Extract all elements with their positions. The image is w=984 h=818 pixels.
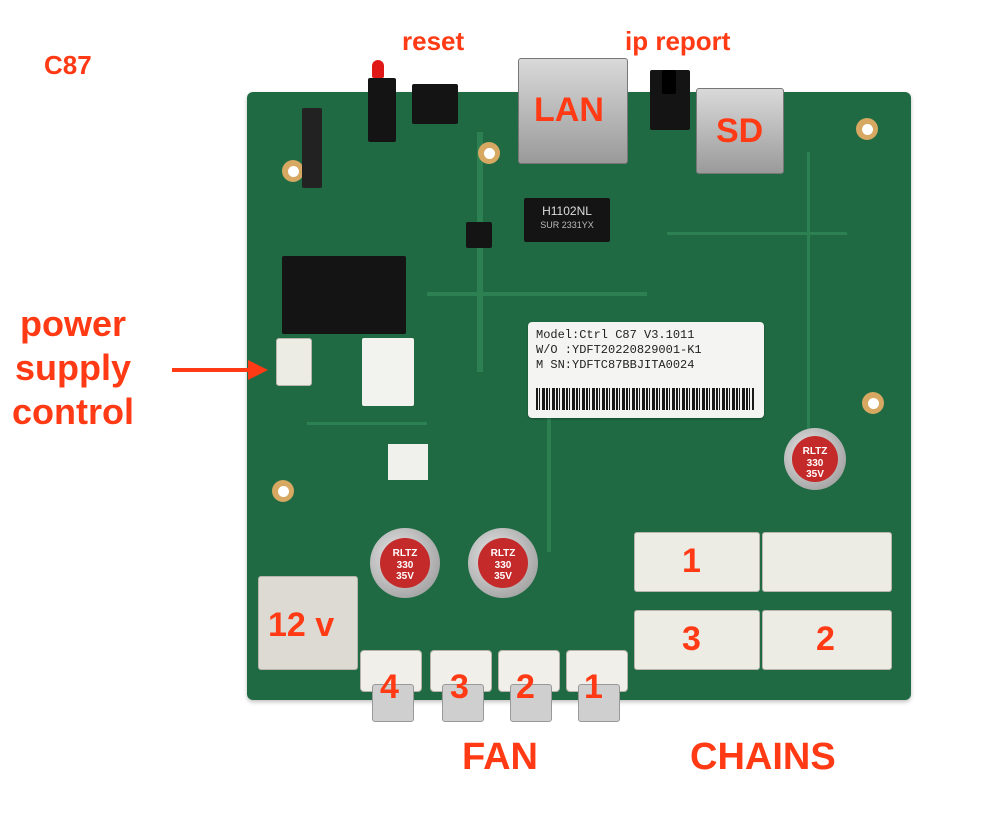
chains-section-label: CHAINS	[690, 736, 836, 778]
reset-switch	[412, 84, 458, 124]
ip-report-label: ip report	[625, 26, 731, 56]
sticker-model-line: Model:Ctrl C87 V3.1011	[536, 328, 695, 342]
chain-connector-3	[634, 610, 760, 670]
mounting-hole-mid-right	[862, 392, 884, 414]
sd-label: SD	[716, 112, 764, 150]
lan-port	[518, 58, 628, 164]
sticker-serial-line: M SN:YDFTC87BBJITA0024	[536, 358, 695, 372]
fan-shroud-3	[442, 684, 484, 722]
power-label-line-2: supply	[14, 346, 131, 388]
cap-value: 330	[396, 559, 414, 571]
power-label-line-3: control	[12, 390, 134, 432]
small-white-patch	[388, 444, 428, 480]
twelve-volt-label: 12 v	[268, 606, 335, 644]
capacitor-left-1-text: RLTZ 330 35V	[387, 548, 423, 583]
small-white-sticker	[362, 338, 414, 406]
mounting-hole-left	[272, 480, 294, 502]
cap-brand: RLTZ	[802, 446, 828, 457]
chain-port-label-3: 3	[682, 620, 701, 658]
capacitor-right-sleeve	[792, 436, 838, 482]
mounting-hole-top-right	[856, 118, 878, 140]
red-led	[372, 60, 384, 78]
chain-port-label-1: 1	[682, 542, 701, 580]
sticker-work-order-line: W/O :YDFT20220829001-K1	[536, 343, 702, 357]
barcode	[536, 388, 754, 410]
fan-section-label: FAN	[462, 736, 538, 778]
arrow-right-icon	[172, 360, 268, 380]
fan-port-label-4: 4	[380, 668, 399, 706]
cap-brand: RLTZ	[392, 548, 418, 559]
cap-value: 330	[494, 559, 512, 571]
cap-voltage: 35V	[396, 571, 414, 582]
chain-connector-1	[634, 532, 760, 592]
reset-label: reset	[402, 26, 465, 56]
fan-port-label-1: 1	[584, 668, 603, 706]
power-label-line-1: power	[19, 303, 126, 344]
mounting-hole-top-center	[478, 142, 500, 164]
ethernet-transformer-chip: H1102NL SUR 2331YX	[524, 198, 610, 242]
fan-port-label-2: 2	[516, 668, 535, 706]
sd-card-slot	[696, 88, 784, 174]
pin-header	[302, 108, 322, 188]
fan-shroud-2	[510, 684, 552, 722]
power-supply-control-label: power supply control	[12, 302, 134, 434]
small-ic	[466, 222, 492, 248]
capacitor-left-2-text: RLTZ 330 35V	[485, 548, 521, 583]
capacitor-right-text: RLTZ 330 35V	[798, 446, 832, 481]
cap-brand: RLTZ	[490, 548, 516, 559]
fan-shroud-4	[372, 684, 414, 722]
main-processor-chip	[282, 256, 406, 334]
mounting-hole-top-left	[282, 160, 304, 182]
ethernet-chip-line-2: SUR 2331YX	[540, 220, 594, 230]
chain-connector-2	[762, 610, 892, 670]
power-supply-control-connector	[276, 338, 312, 386]
twelve-volt-power-connector	[258, 576, 358, 670]
ip-report-button	[662, 70, 676, 94]
cap-voltage: 35V	[494, 571, 512, 582]
fan-shroud-1	[578, 684, 620, 722]
capacitor-left-1-sleeve	[380, 538, 430, 588]
lan-label: LAN	[534, 91, 604, 129]
serial-label-sticker: Model:Ctrl C87 V3.1011 W/O :YDFT20220829…	[528, 322, 764, 418]
cap-voltage: 35V	[806, 469, 824, 480]
capacitor-left-2-sleeve	[478, 538, 528, 588]
ethernet-chip-line-1: H1102NL	[542, 204, 592, 218]
chain-port-label-2: 2	[816, 620, 835, 658]
model-label: C87	[44, 50, 92, 80]
reset-button	[368, 78, 396, 142]
chain-connector-top-right	[762, 532, 892, 592]
fan-port-label-3: 3	[450, 668, 469, 706]
cap-value: 330	[806, 457, 824, 469]
